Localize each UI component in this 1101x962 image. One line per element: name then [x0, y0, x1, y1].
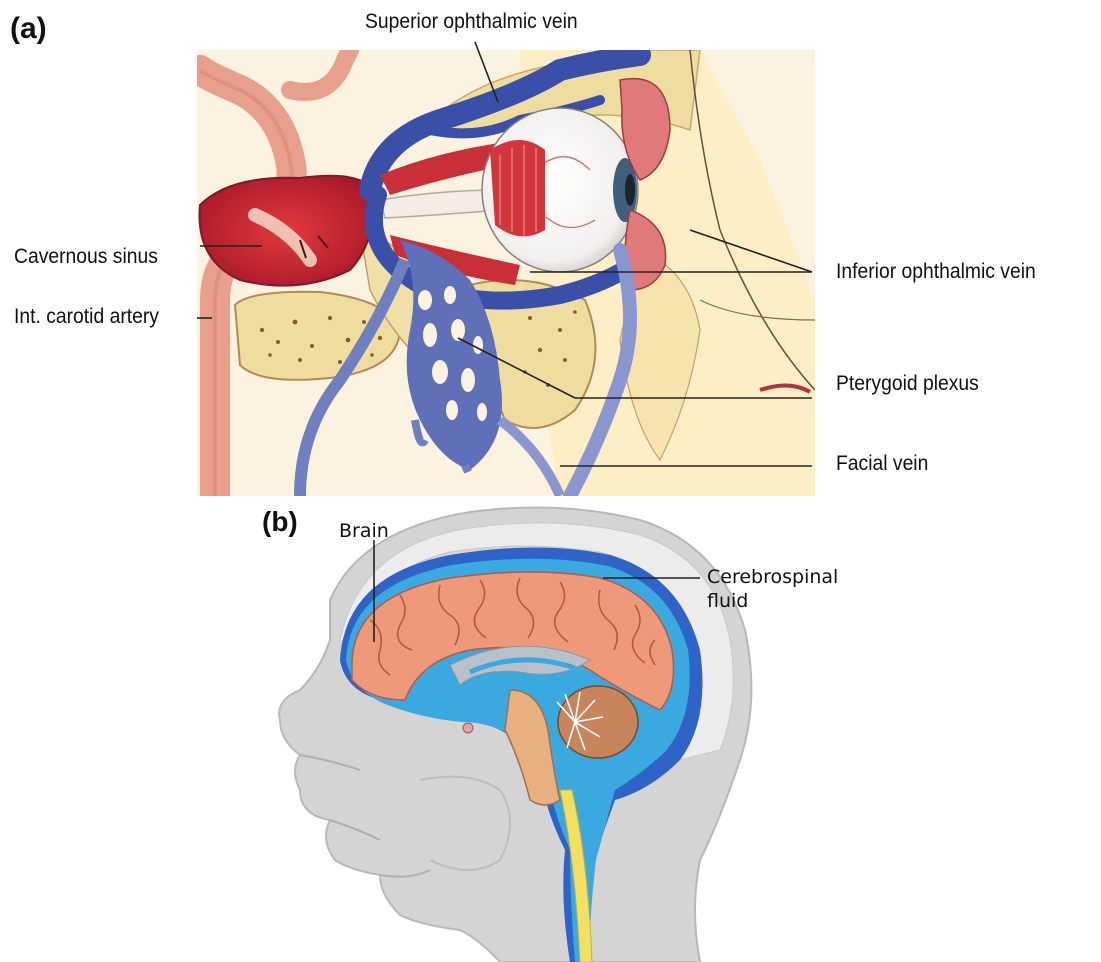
label-cavernous-sinus: Cavernous sinus	[14, 245, 158, 269]
sphenoid-bone	[235, 292, 400, 380]
label-pterygoid-plexus: Pterygoid plexus	[836, 372, 979, 396]
label-cerebrospinal-fluid-line2: fluid	[707, 590, 748, 613]
label-superior-ophthalmic-vein: Superior ophthalmic vein	[365, 10, 578, 34]
label-cerebrospinal-fluid-line1: Cerebrospinal	[707, 566, 838, 589]
label-facial-vein: Facial vein	[836, 452, 928, 476]
panel-a-artwork	[197, 50, 815, 496]
cerebellum	[558, 686, 638, 758]
brain-sagittal-illustration	[279, 508, 751, 962]
label-brain: Brain	[339, 520, 389, 543]
panel-b-label: (b)	[262, 506, 298, 538]
label-int-carotid-artery: Int. carotid artery	[14, 305, 159, 329]
label-inferior-ophthalmic-vein: Inferior ophthalmic vein	[836, 260, 1036, 284]
